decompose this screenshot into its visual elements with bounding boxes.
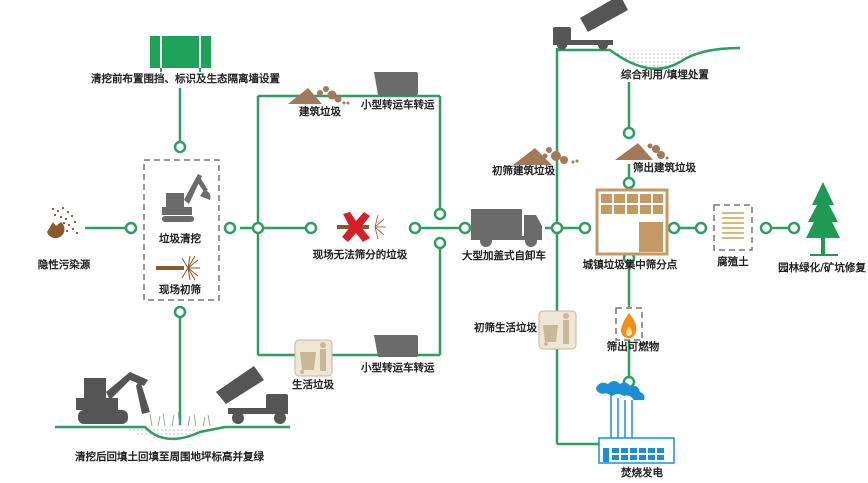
greening-label: 园林绿化/矿坑修复 [778, 262, 866, 274]
construction-waste-label: 建筑垃圾 [299, 106, 341, 118]
initial-screening-label: 现场初筛 [159, 284, 201, 296]
excavator-icon [162, 174, 211, 222]
pollution-source-label: 隐性污染源 [37, 259, 91, 271]
soil-pile-icon [288, 86, 350, 105]
sorting-building-icon [595, 188, 669, 256]
prescreened-domestic-label: 初筛生活垃圾 [474, 322, 537, 334]
soil-pile-icon [513, 147, 579, 165]
node [550, 221, 564, 235]
humus-label: 腐殖土 [717, 256, 749, 268]
small-truck-top-label: 小型转运车转运 [361, 99, 435, 111]
landfill-scene [553, 0, 741, 70]
excavator-icon [76, 372, 150, 424]
waste-bin-person-icon [294, 339, 333, 377]
node [787, 221, 801, 235]
node [622, 176, 636, 190]
node [251, 221, 265, 235]
tipper-truck-icon [553, 0, 628, 50]
soil-pile-icon [615, 143, 669, 160]
tipper-truck-icon [216, 366, 288, 424]
fire-icon [615, 307, 643, 341]
sorting-center-label: 城镇垃圾集中筛分点 [582, 259, 678, 271]
power-plant-icon [596, 381, 675, 464]
node [622, 126, 636, 140]
node [124, 221, 138, 235]
screening-burst-icon [156, 255, 200, 281]
small-truck-bottom-label: 小型转运车转运 [361, 362, 435, 374]
backfill-label: 清挖后回填土回填至周围地坪标高并复绿 [75, 451, 264, 463]
node [667, 221, 681, 235]
fence-label: 清挖前布置围挡、标识及生态隔离墙设置 [91, 73, 280, 85]
box-truck-icon [471, 209, 542, 247]
mining-truck-icon [374, 335, 418, 357]
node [578, 221, 592, 235]
humus-icon [713, 204, 753, 251]
excavation-label: 垃圾清挖 [159, 233, 201, 245]
red-cross-icon [337, 212, 386, 242]
node [433, 236, 447, 250]
node [173, 305, 187, 319]
large-truck-label: 大型加盖式自卸车 [462, 250, 546, 262]
domestic-waste-label: 生活垃圾 [292, 379, 334, 391]
node [694, 221, 708, 235]
node [223, 221, 237, 235]
reuse-landfill-label: 综合利用/填埋处置 [621, 69, 709, 81]
prescreened-construction-label: 初筛建筑垃圾 [492, 165, 555, 177]
backfill-scene [55, 366, 290, 441]
nodes [124, 126, 801, 389]
node [458, 221, 472, 235]
node [408, 221, 422, 235]
waste-bin-person-icon [538, 310, 577, 350]
node [759, 221, 773, 235]
fence-icon [150, 36, 211, 72]
node [304, 221, 318, 235]
incineration-label: 焚烧发电 [621, 467, 663, 479]
node [173, 140, 187, 154]
node [433, 207, 447, 221]
unsortable-waste-label: 现场无法筛分的垃圾 [312, 249, 408, 261]
tree-icon [806, 182, 840, 256]
screened-construction-label: 筛出建筑垃圾 [633, 162, 696, 174]
excavation-group-box [143, 159, 220, 301]
combustibles-label: 筛出可燃物 [606, 341, 660, 353]
pollution-source-icon [47, 207, 78, 239]
mining-truck-icon [374, 72, 418, 96]
